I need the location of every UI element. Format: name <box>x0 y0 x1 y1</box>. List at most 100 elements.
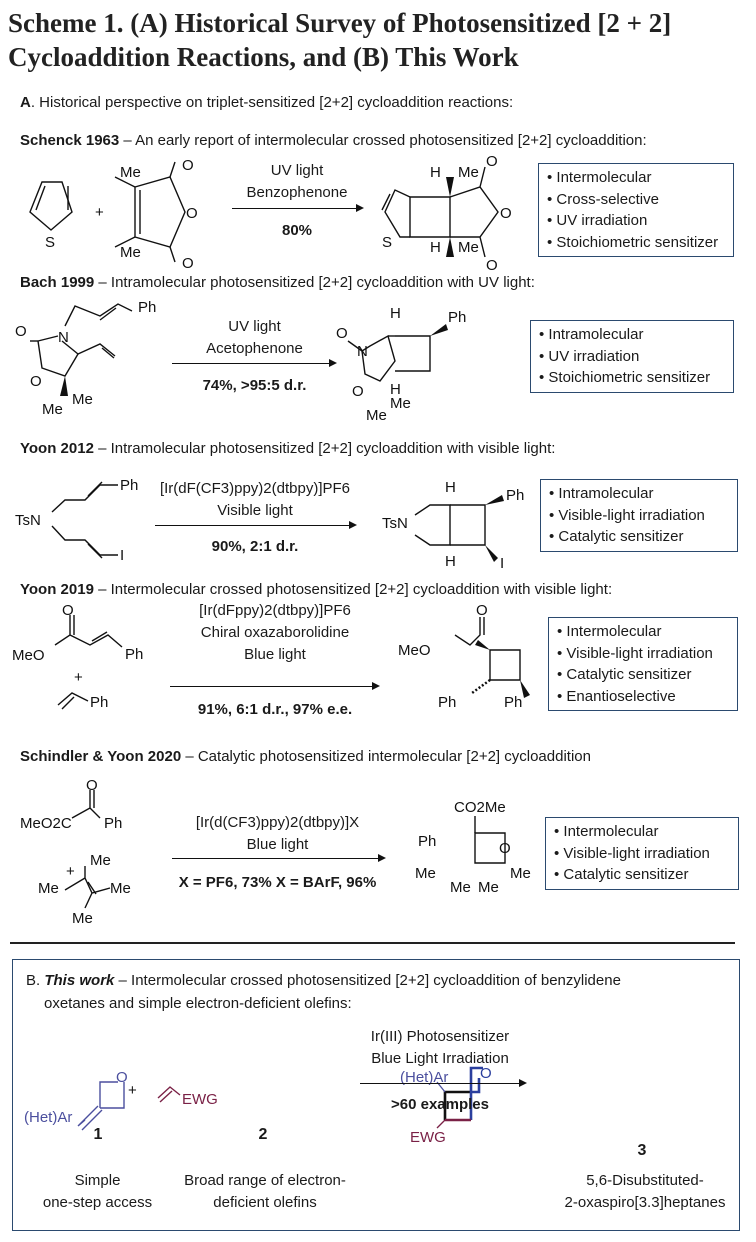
atom-label: Me <box>120 244 141 261</box>
feature: Intramolecular <box>539 324 727 346</box>
desc-line: 2-oxaspiro[3.3]heptanes <box>564 1194 726 1211</box>
compound-number: 1 <box>93 1126 103 1143</box>
atom-label: Ph <box>125 646 143 663</box>
atom-label: Ph <box>120 477 138 494</box>
atom-label: Me <box>478 879 499 896</box>
desc-line: Simple <box>74 1172 121 1189</box>
atom-label: Ph <box>90 694 108 711</box>
features-box: IntramolecularUV irradiationStoichiometr… <box>530 320 734 393</box>
entry-heading: Bach 1999 – Intramolecular photosensitiz… <box>20 274 535 291</box>
atom-label: O <box>116 1069 128 1086</box>
atom-label: Me <box>366 407 387 421</box>
compound-number: 3 <box>637 1142 647 1159</box>
feature: Visible-light irradiation <box>557 643 731 665</box>
condition: Visible light <box>217 502 293 519</box>
feature: Catalytic sensitizer <box>549 526 731 548</box>
reaction-arrow <box>172 854 386 862</box>
atom-label: H <box>430 164 441 181</box>
this-work-box <box>12 959 740 1231</box>
atom-label: O <box>486 257 498 272</box>
atom-label: H <box>390 381 401 398</box>
entry-desc: – An early report of intermolecular cros… <box>119 132 647 149</box>
feature: Stoichiometric sensitizer <box>539 367 727 389</box>
plus-sign: + <box>66 863 75 880</box>
condition: [Ir(d(CF3)ppy)2(dtbpy)]X <box>195 814 360 831</box>
atom-label: MeO <box>12 647 45 664</box>
atom-label: O <box>62 605 74 619</box>
atom-label: Me <box>38 880 59 897</box>
atom-label: H <box>445 553 456 570</box>
feature: Catalytic sensitizer <box>554 864 732 886</box>
feature: Visible-light irradiation <box>554 843 732 865</box>
feature: Catalytic sensitizer <box>557 664 731 686</box>
atom-label: Me <box>458 164 479 181</box>
condition: Blue Light Irradiation <box>371 1050 509 1067</box>
atom-label: Ph <box>504 694 522 711</box>
feature: Intermolecular <box>554 821 732 843</box>
condition: [Ir(dFppy)2(dtbpy)]PF6 <box>199 602 351 619</box>
atom-label: Ph <box>138 299 156 316</box>
condition: Ir(III) Photosensitizer <box>370 1028 510 1045</box>
atom-label: CO2Me <box>454 799 506 816</box>
condition: Blue light <box>244 646 306 663</box>
yield: 80% <box>281 222 313 239</box>
reaction-arrow <box>232 204 364 212</box>
atom-label: S <box>45 234 55 251</box>
condition: Blue light <box>246 836 309 853</box>
bach-structures: O N O Ph Me Me O N H H Ph O Me Me <box>15 299 466 421</box>
condition: Benzophenone <box>246 184 348 201</box>
entry-desc: – Catalytic photosensitized intermolecul… <box>181 748 591 765</box>
atom-label: O <box>486 153 498 170</box>
atom-label: Me <box>415 865 436 882</box>
atom-label: N <box>58 329 69 346</box>
reaction-arrow <box>170 682 380 690</box>
atom-label: MeO <box>398 642 431 659</box>
this-work-structures: (Het)Ar O + EWG (Het)Ar O EWG <box>24 1065 492 1146</box>
yoon2019-structures: MeO O Ph + Ph MeO O Ph Ph <box>12 605 530 711</box>
entry-author: Schenck 1963 <box>20 132 120 149</box>
this-work-label: This work <box>44 972 115 989</box>
section-b-heading: B. This work – Intermolecular crossed ph… <box>26 972 621 989</box>
entry-desc: – Intramolecular photosensitized [2+2] c… <box>94 274 535 291</box>
compound-number: 2 <box>258 1126 268 1143</box>
atom-label: H <box>390 305 401 322</box>
atom-label: Ph <box>104 815 122 832</box>
atom-label: Me <box>110 880 131 897</box>
atom-label: O <box>336 325 348 342</box>
feature: Intramolecular <box>549 483 731 505</box>
reaction-arrow <box>155 521 357 529</box>
reaction-conditions: [Ir(d(CF3)ppy)2(dtbpy)]X Blue light <box>165 812 390 856</box>
compound-description: 5,6-Disubstituted-2-oxaspiro[3.3]heptane… <box>555 1170 735 1214</box>
feature: Intermolecular <box>547 167 727 189</box>
atom-label: Me <box>42 401 63 418</box>
atom-label: Me <box>450 879 471 896</box>
reaction-yield: 90%, 2:1 d.r. <box>150 536 360 558</box>
atom-label: H <box>430 239 441 256</box>
features-box: IntramolecularVisible-light irradiationC… <box>540 479 738 552</box>
feature: Cross-selective <box>547 189 727 211</box>
scheme-title-line2: Cycloaddition Reactions, and (B) This Wo… <box>8 42 519 72</box>
reaction-yield: 80% <box>232 220 362 242</box>
atom-label: O <box>352 383 364 400</box>
feature: Intermolecular <box>557 621 731 643</box>
het-ar-label: (Het)Ar <box>400 1069 448 1086</box>
features-box: IntermolecularVisible-light irradiationC… <box>545 817 739 890</box>
condition: UV light <box>228 318 281 335</box>
atom-label: Ph <box>506 487 524 504</box>
yield: 90%, 2:1 d.r. <box>211 538 299 555</box>
compound-description: Broad range of electron-deficient olefin… <box>170 1170 360 1214</box>
condition: UV light <box>270 162 324 179</box>
examples-count: >60 examples <box>340 1094 540 1116</box>
feature: Enantioselective <box>557 686 731 708</box>
desc-line: deficient olefins <box>213 1194 317 1211</box>
features-box: IntermolecularCross-selectiveUV irradiat… <box>538 163 734 257</box>
atom-label: Ph <box>448 309 466 326</box>
atom-label: Me <box>72 391 93 408</box>
atom-label: O <box>499 840 511 857</box>
scheme-title-line1: Scheme 1. (A) Historical Survey of Photo… <box>8 8 672 38</box>
atom-label: O <box>30 373 42 390</box>
het-ar-label: (Het)Ar <box>24 1109 72 1126</box>
reaction-arrow <box>360 1079 527 1087</box>
